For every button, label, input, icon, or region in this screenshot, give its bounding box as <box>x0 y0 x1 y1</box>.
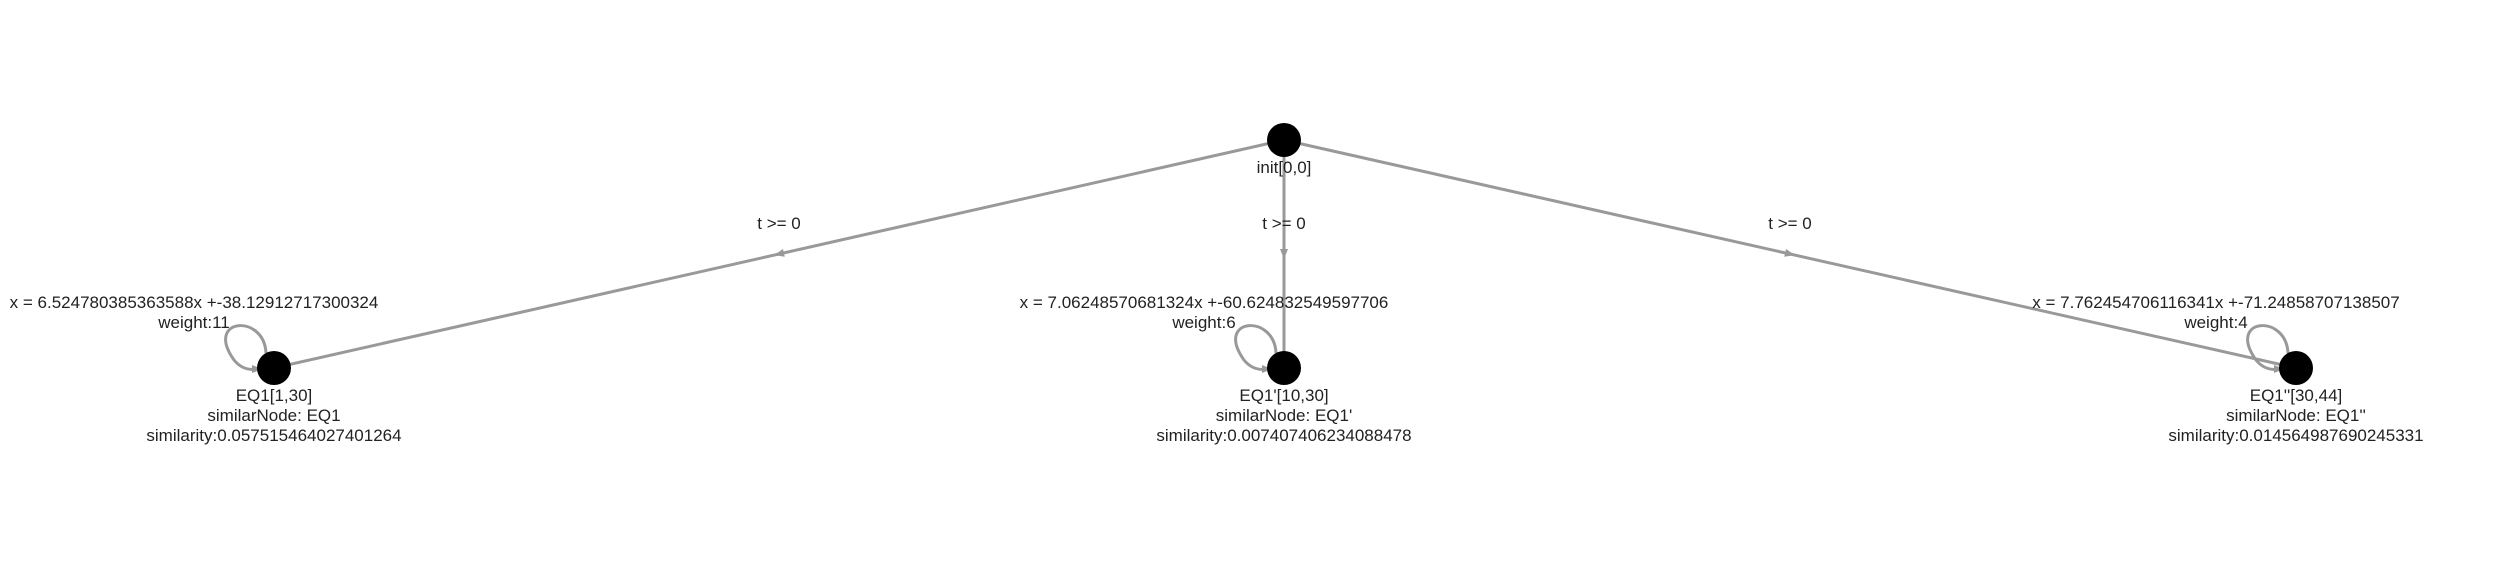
self-loop-eq1pp <box>2246 324 2290 371</box>
self-loop-eq1p <box>1234 324 1278 371</box>
node-label: init[0,0] <box>1257 158 1312 177</box>
edges-layer <box>273 138 2297 370</box>
node-similarity: similarity:0.007407406234088478 <box>1156 426 1411 445</box>
labels-layer: t >= 0 t >= 0 t >= 0 x = 6.524780385363588x… <box>10 158 2424 445</box>
node-eq1pp[interactable] <box>2279 351 2313 385</box>
node-eq1[interactable] <box>257 351 291 385</box>
node-similarity: similarity:0.057515464027401264 <box>146 426 401 445</box>
edge-arrow <box>1784 248 1795 257</box>
nodes-layer <box>257 123 2313 385</box>
self-loop-weight: weight:6 <box>1171 313 1235 332</box>
node-similar-node: similarNode: EQ1' <box>1216 406 1352 425</box>
self-loop-equation: x = 7.06248570681324x +-60.6248325495977… <box>1020 293 1389 312</box>
edge-label: t >= 0 <box>1768 214 1811 233</box>
edge-arrow <box>1280 249 1288 259</box>
edge-label: t >= 0 <box>1262 214 1305 233</box>
node-init[interactable] <box>1267 123 1301 157</box>
self-loop-equation: x = 7.762454706116341x +-71.248587071385… <box>2032 293 2399 312</box>
node-label: EQ1[1,30] <box>236 386 313 405</box>
self-loop-arrow <box>1262 365 1272 373</box>
edge-arrow <box>774 248 785 257</box>
node-eq1p[interactable] <box>1267 351 1301 385</box>
node-label: EQ1'[10,30] <box>1239 386 1328 405</box>
node-similar-node: similarNode: EQ1 <box>207 406 340 425</box>
self-loop-weight: weight:4 <box>2183 313 2247 332</box>
self-loop-weight: weight:11 <box>157 313 230 332</box>
self-loop-equation: x = 6.524780385363588x +-38.129127173003… <box>10 293 379 312</box>
node-similar-node: similarNode: EQ1'' <box>2226 406 2366 425</box>
edge-label: t >= 0 <box>757 214 800 233</box>
node-label: EQ1''[30,44] <box>2250 386 2343 405</box>
self-loop-arrow <box>2274 365 2284 373</box>
self-loop-arrow <box>252 365 262 373</box>
self-loop-eq1 <box>224 324 268 371</box>
node-similarity: similarity:0.014564987690245331 <box>2168 426 2423 445</box>
self-loops-layer <box>224 324 2290 373</box>
